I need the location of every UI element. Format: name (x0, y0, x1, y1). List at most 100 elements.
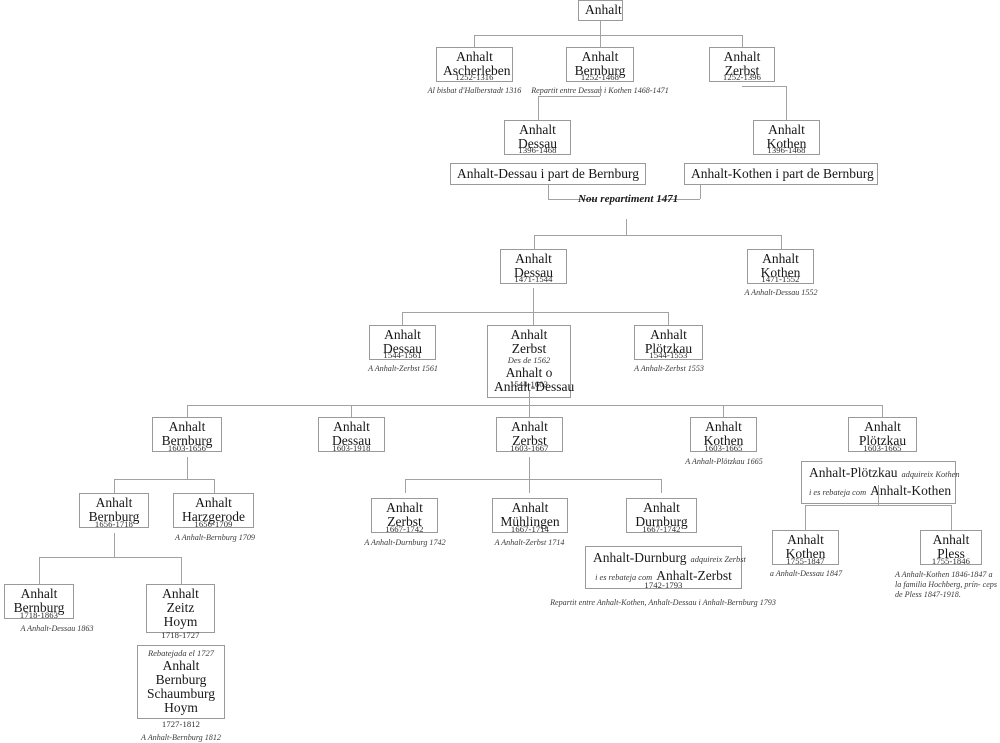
node-note: A Anhalt-Bernburg 1709 (175, 533, 255, 542)
node-label-line3: Anhalt o (505, 364, 553, 380)
node-label-line1: Anhalt (864, 419, 901, 434)
node-label-line1: Anhalt (333, 419, 370, 434)
node-dates: 1471-1552 (761, 274, 800, 284)
merge-italic-1: adquireix Kothen (901, 470, 960, 479)
node-dates: 1742-1793 (644, 580, 683, 590)
connector (805, 505, 806, 530)
node-dates: 1755-1846 (931, 556, 971, 566)
node-dates: 1252-1468 (580, 72, 620, 82)
node-kothen-1603: Anhalt Kothen (690, 417, 757, 453)
node-label-line1: Anhalt (384, 327, 421, 342)
node-note: a Anhalt-Dessau 1847 (769, 569, 843, 578)
node-label-line2: Bernburg (574, 63, 626, 79)
node-label-line1: Anhalt (162, 586, 199, 601)
node-dates: 1603-1665 (863, 443, 902, 453)
node-label-line2: Plötzkau (858, 433, 907, 449)
connector (405, 479, 661, 480)
connector (39, 557, 40, 584)
node-note: A Anhalt-Dessau 1863 (20, 624, 94, 633)
node-dates: 1252-1316 (455, 72, 494, 82)
connector (878, 485, 879, 505)
connector (114, 479, 115, 493)
node-label-line2: Harzgerode (182, 509, 245, 525)
connector (548, 199, 596, 200)
connector (533, 312, 534, 325)
connector (405, 479, 406, 493)
nou-repartiment-line2: 1471 (656, 193, 679, 205)
node-dates: 1603-1656 (167, 443, 207, 453)
node-label-italic: Rebatejada el 1727 (147, 648, 215, 658)
connector (658, 199, 700, 200)
node-label-line2: Bernburg (161, 433, 213, 449)
node-label-line2: Kothen (785, 546, 826, 562)
node-label-line1: Anhalt (643, 500, 680, 515)
connector (214, 479, 215, 493)
node-label-line1: Anhalt (723, 49, 761, 64)
connector (402, 312, 403, 325)
node-label-line1: Anhalt (162, 657, 200, 673)
node-plotzkau-1544: Anhalt Plötzkau (634, 325, 703, 361)
connector (538, 96, 600, 97)
node-note: A Anhalt-Dessau 1552 (744, 288, 818, 297)
node-label-line2: Dessau (332, 433, 371, 449)
merge-name-b: Anhalt-Zerbst (656, 567, 732, 583)
node-note: A Anhalt-Durnburg 1742 (364, 538, 446, 547)
node-durnburg-1667: Anhalt Durnburg (626, 498, 697, 534)
node-note: A Anhalt-Zerbst 1553 (634, 364, 704, 373)
merge-name-b: Anhalt-Kothen (870, 482, 952, 498)
node-zerbst-1603: Anhalt Zerbst (496, 417, 563, 453)
node-bernburg-1603: Anhalt Bernburg (152, 417, 222, 453)
node-dessau-1603: Anhalt Dessau (318, 417, 385, 453)
node-label-line1: Anhalt (581, 49, 619, 64)
node-label-line1: Anhalt (768, 122, 805, 137)
connector (529, 405, 530, 417)
node-durnburg-merge: Anhalt-Durnburg adquireix Zerbst i es re… (585, 546, 746, 589)
node-label-line2: Dessau (383, 341, 422, 357)
node-dessau-part-bernburg: Anhalt-Dessau i part de Bernburg (450, 163, 646, 186)
node-label: Anhalt-Dessau i part de Bernburg (457, 166, 639, 181)
node-label-italic: Des de 1562 (507, 355, 551, 366)
node-label-line2: Zeitz (166, 600, 195, 616)
connector (351, 405, 352, 417)
node-dates: 1755-1847 (786, 556, 825, 566)
node-dates: 1252-1396 (722, 72, 762, 82)
merge-italic-2: i es rebateja com (809, 487, 867, 497)
connector (114, 479, 214, 480)
node-label-line2: Zerbst (512, 433, 547, 449)
connector (529, 479, 530, 493)
merge-italic-2: i es rebateja com (595, 572, 653, 582)
node-label-line2: Durnburg (635, 514, 688, 530)
connector (700, 185, 701, 199)
node-label-line2: Kothen (766, 136, 807, 152)
nou-repartiment-label: Nou repartiment 1471 (578, 193, 678, 206)
node-note: Repartit entre Dessau i Kothen 1468-1471 (531, 86, 669, 95)
node-label-line2: Kothen (760, 265, 801, 281)
node-note: Repartit entre Anhalt-Kothen, Anhalt-Des… (550, 598, 776, 607)
node-zeitz-hoym-1718: Anhalt Zeitz Hoym (146, 584, 215, 634)
connector (529, 391, 530, 405)
merge-name-a: Anhalt-Durnburg (593, 550, 687, 565)
connector (402, 312, 668, 313)
node-bernburg-1718: Anhalt Bernburg (4, 584, 74, 620)
connector (114, 533, 115, 557)
node-label-line1: Anhalt (705, 419, 742, 434)
node-kothen-1396: Anhalt Kothen (753, 120, 820, 156)
node-label: Anhalt-Kothen i part de Bernburg (691, 166, 874, 181)
node-label-line1: Anhalt (650, 327, 687, 342)
node-dates: 1544-1553 (649, 350, 688, 360)
node-dates: 1667-1714 (510, 524, 550, 534)
node-note: A Anhalt-Kothen 1846-1847 a la familia H… (895, 570, 1000, 600)
connector (668, 312, 669, 325)
node-dates: 1718-1727 (161, 630, 200, 640)
connector (534, 235, 535, 249)
node-kothen-1471: Anhalt Kothen (747, 249, 814, 285)
connector (538, 96, 539, 120)
node-bernburg-1656: Anhalt Bernburg (79, 493, 149, 529)
node-dates: 1544-1561 (383, 350, 422, 360)
node-label-line1: Anhalt (515, 251, 552, 266)
connector (39, 557, 181, 558)
node-dates: 1396-1468 (518, 145, 557, 155)
node-dates: 1471-1544 (514, 274, 553, 284)
node-dates: 1718-1863 (19, 610, 59, 620)
